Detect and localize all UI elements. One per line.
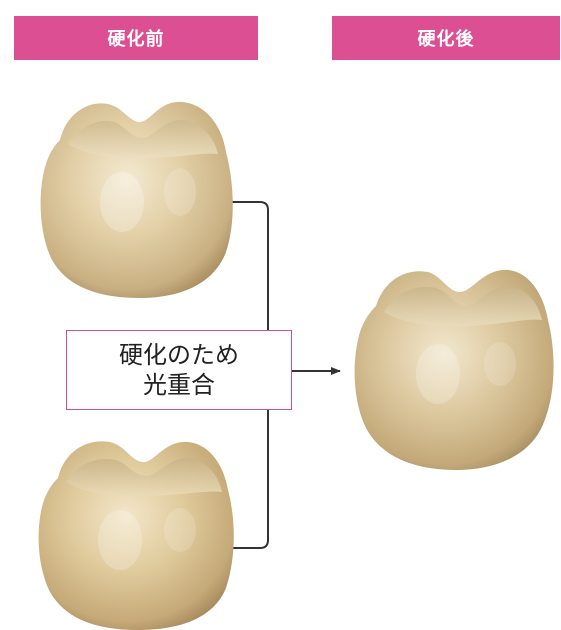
tooth-crown-before-2 xyxy=(38,441,234,630)
process-label-box: 硬化のため 光重合 xyxy=(66,330,292,410)
header-before: 硬化前 xyxy=(14,16,258,60)
process-line-1: 硬化のため xyxy=(119,341,239,369)
header-after-label: 硬化後 xyxy=(417,29,475,50)
tooth-crown-after xyxy=(354,269,554,470)
process-line-2: 光重合 xyxy=(143,371,215,399)
header-after: 硬化後 xyxy=(332,16,560,60)
header-before-label: 硬化前 xyxy=(107,29,165,50)
tooth-crown-before-1 xyxy=(40,101,233,298)
